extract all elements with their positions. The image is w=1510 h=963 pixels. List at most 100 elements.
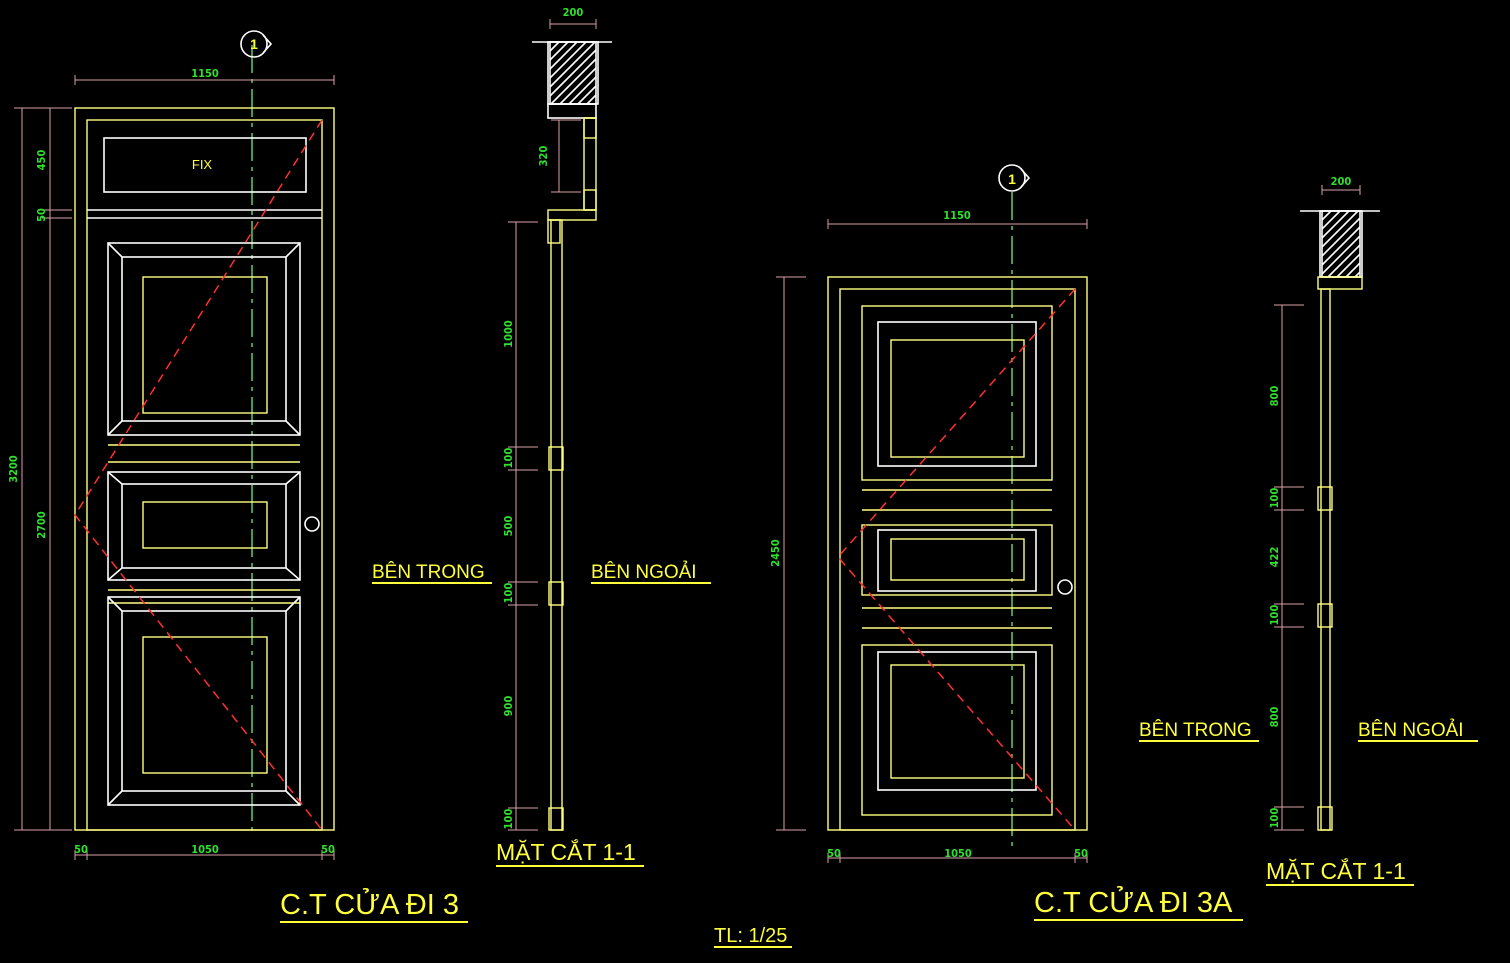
hatch-line (549, 49, 597, 97)
bevel-line (107, 596, 123, 612)
scale-label: TL: 1/25 (714, 925, 787, 947)
glass-panel (890, 664, 1025, 779)
outside-label: BÊN NGOẢI (591, 561, 697, 583)
dim-1: 1000 (502, 320, 515, 348)
door-frame-inner (86, 119, 323, 831)
dim-total-height: 3200 (7, 455, 20, 483)
panel-inner (121, 483, 287, 569)
hatch-line (1321, 210, 1350, 239)
hatch-line (1336, 253, 1361, 278)
dim-4: 100 (1268, 605, 1281, 626)
panel-inner (877, 529, 1037, 592)
hatch-line (568, 76, 597, 105)
glass-panel (890, 538, 1025, 581)
dim-1: 800 (1268, 386, 1281, 407)
bevel-line (107, 471, 123, 485)
hatch-line (549, 41, 578, 70)
dim-bottom-right: 50 (1074, 847, 1088, 860)
hatch-line (549, 41, 587, 79)
door-frame-outer (827, 276, 1088, 831)
panel-outer (861, 644, 1053, 816)
section-3a: 200 800 100 422 100 800 100 BÊN TRONG BÊ… (1139, 175, 1478, 886)
dim-3: 500 (502, 516, 515, 537)
hatch-line (1354, 271, 1361, 278)
dim-wall: 200 (1331, 175, 1352, 188)
hatch-line (1321, 226, 1361, 266)
swing-line (74, 119, 323, 831)
glass-panel (142, 276, 268, 414)
dim-bottom-right: 50 (321, 843, 335, 856)
panel-inner (877, 321, 1037, 467)
door-frame-outer (74, 107, 335, 831)
hatch-line (1321, 210, 1359, 248)
leaf-top (547, 219, 561, 244)
panel-inner (877, 651, 1037, 791)
dim-height: 2450 (769, 539, 782, 567)
dim-bottom-mid: 1050 (191, 843, 219, 856)
door-3-title: C.T CỬA ĐI 3 (280, 887, 459, 921)
dim-5: 900 (502, 696, 515, 717)
bevel-line (285, 790, 301, 806)
hatch-line (1321, 210, 1332, 221)
dim-2: 100 (502, 448, 515, 469)
section-3-title: MẶT CẮT 1-1 (496, 838, 636, 865)
hatch-line (549, 41, 560, 52)
dim-transom-bar: 50 (35, 208, 48, 222)
hatch-line (549, 41, 569, 61)
hatch-line (586, 94, 597, 105)
dim-width: 1150 (191, 67, 219, 80)
swing-line (837, 288, 1076, 831)
dim-3: 422 (1268, 547, 1281, 568)
rail-box (1317, 806, 1333, 831)
drawing-geometry (14, 19, 1380, 863)
glass-panel (142, 636, 268, 774)
door-3a-title: C.T CỬA ĐI 3A (1034, 885, 1233, 919)
fix-label: FIX (192, 157, 213, 172)
panel-inner (121, 610, 287, 792)
bevel-line (107, 567, 123, 581)
section-marker-icon (998, 164, 1026, 192)
dim-bottom-left: 50 (74, 843, 88, 856)
dim-6: 100 (502, 809, 515, 830)
panel-outer (107, 596, 301, 806)
section-marker-arrow (262, 34, 273, 54)
outside-label: BÊN NGOẢI (1358, 719, 1464, 741)
head-frame (547, 103, 597, 119)
dim-transom: 320 (537, 146, 550, 167)
dim-4: 100 (502, 583, 515, 604)
dim-transom: 450 (35, 150, 48, 171)
door-knob-icon (1057, 579, 1073, 595)
bevel-line (107, 420, 123, 436)
bevel-line (107, 790, 123, 806)
bevel-line (285, 596, 301, 612)
hatch-line (550, 58, 597, 105)
bevel-line (285, 471, 301, 485)
dim-2: 100 (1268, 488, 1281, 509)
dim-width: 1150 (943, 209, 971, 222)
panel-outer (107, 471, 301, 581)
hatch-line (1321, 217, 1361, 257)
door-frame-inner (839, 288, 1076, 831)
hatch-line (1327, 244, 1361, 278)
door-leaf (550, 219, 563, 831)
section-marker-icon (240, 30, 268, 58)
inside-label: BÊN TRONG (372, 561, 485, 583)
wall-section (1321, 210, 1361, 278)
rail-box (548, 807, 564, 831)
dim-5: 800 (1268, 707, 1281, 728)
bevel-line (285, 567, 301, 581)
section-marker-label: 1 (250, 36, 258, 52)
hatch-line (559, 67, 597, 105)
bevel-line (107, 242, 123, 258)
panel-outer (861, 305, 1053, 481)
section-3: 200 320 1000 100 500 100 900 100 BÊN TRO… (372, 6, 711, 867)
door-knob-icon (304, 516, 320, 532)
section-3a-title: MẶT CẮT 1-1 (1266, 857, 1406, 884)
door-leaf (1320, 288, 1331, 831)
hatch-line (1321, 210, 1341, 230)
bevel-line (285, 420, 301, 436)
glass-panel (142, 501, 268, 549)
dim-bottom-left: 50 (827, 847, 841, 860)
section-marker-arrow (1020, 168, 1031, 188)
